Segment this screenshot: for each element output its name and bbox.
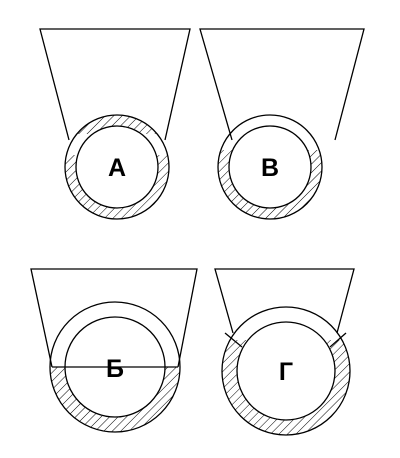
panel-a-label: А [108, 154, 126, 182]
panel-b-funnel [30, 268, 198, 368]
panel-g-outer-circle [221, 306, 351, 436]
panel-g-rim-right [329, 332, 347, 348]
panel-g-funnel [214, 268, 355, 334]
panel-b-outer-circle [49, 301, 181, 433]
panel-v-label: В [261, 154, 279, 182]
panel-a-funnel [39, 28, 191, 141]
panel-v-inner-circle [228, 125, 312, 209]
panel-v-outer-circle [217, 114, 323, 220]
panel-v-funnel [199, 28, 365, 141]
panel-a-outer-circle [64, 114, 170, 220]
panel-g-label: Г [279, 358, 293, 386]
panel-b-label: Б [106, 355, 124, 383]
panel-g-rim-left [224, 332, 243, 348]
panel-g-inner-circle [236, 321, 336, 421]
panel-b-inner-circle [64, 316, 166, 418]
panel-a-inner-circle [75, 125, 159, 209]
